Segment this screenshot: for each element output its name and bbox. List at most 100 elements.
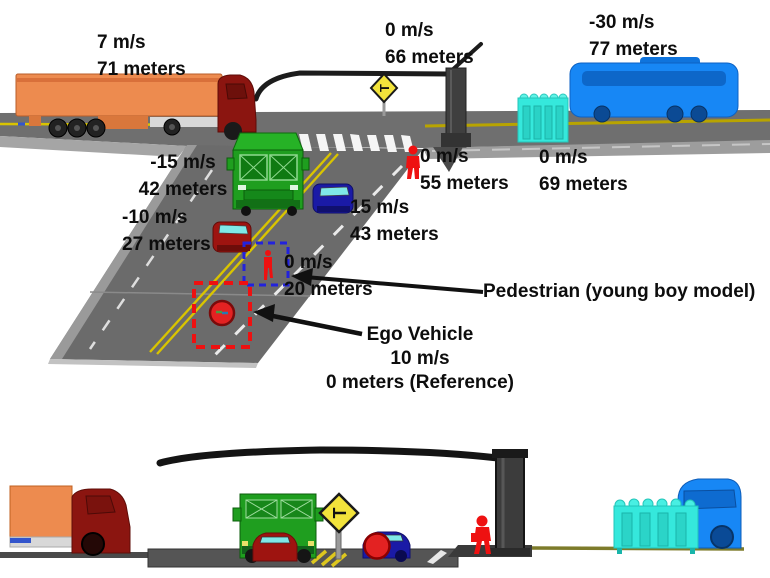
green-truck-roof [232,132,304,151]
sign-diamond-side [318,492,360,534]
crosswalk [299,134,414,152]
shelter-rib [533,105,542,140]
pedestrian-head [408,145,418,155]
gantry-arm-side [156,446,502,467]
red-car-windshield-side [259,536,291,544]
gantry-pole-base-side [490,548,530,556]
ego-vehicle-marker [208,299,236,327]
window-cross-braces [239,154,298,181]
gantry-top-view [253,42,483,172]
trailer-blue-strip [10,538,31,543]
distance-label: 55 meters [420,173,509,194]
red-car-bumper [217,245,250,251]
diagonal-road-bottom-edge [48,359,258,368]
diagonal-road-curb [50,145,197,359]
t-sign-top: T [369,72,399,116]
yellow-stripe [320,551,338,567]
pedestrian-torso [406,156,420,168]
taillight [308,541,314,546]
headlight [238,185,246,190]
yellow-stripe [310,549,328,565]
bus-shelter-label: 0 m/s 69 meters [539,144,628,198]
center-line-right [424,118,770,128]
shelter-rib-side [675,512,687,547]
road-seam [89,291,311,297]
blue-car-windshield [319,186,350,197]
cab-windshield-side [85,495,116,515]
trailer-skirt [98,116,148,129]
pedestrian-leg [414,168,419,179]
pedestrian-torso-side [474,527,491,541]
top-view: T [0,42,770,368]
gantry-arm [253,70,453,102]
sign-diamond [369,72,399,104]
green-truck-mirror [226,157,235,171]
red-car-side [252,532,298,562]
distance-label: 77 meters [589,39,678,60]
trailer-side [9,485,73,538]
gantry-pole-base [441,133,471,147]
panel-cross-braces [245,499,313,519]
orange-truck [15,73,257,140]
shelter-rib [522,105,531,140]
speed-label: 0 m/s [284,252,333,273]
boy-pedestrian-label: 0 m/s 20 meters [284,249,373,303]
pedestrian-head-side [476,515,488,527]
shelter-rib [555,105,564,140]
pedestrian-leg-side [484,541,491,554]
blue-bus-label: -30 m/s 77 meters [589,9,678,63]
truck-mirror [232,507,242,522]
cab-wheel-side [81,532,105,556]
bus-wheel [593,105,611,123]
shelter-rib-side [639,512,651,547]
bus-wheel [690,105,708,123]
shelter-rib-side [621,512,633,547]
speed-label: 7 m/s [97,32,146,53]
speed-label: -30 m/s [589,12,655,33]
double-yellow-2 [156,153,339,355]
pedestrian-leg-side [474,541,482,554]
t-sign-side: T [318,492,360,560]
green-truck [226,132,310,216]
sidewalk-right [423,140,770,159]
lane-dash-left [88,169,214,350]
shelter-leg [690,548,695,554]
truck-wheel-side [297,549,311,563]
bus-windows [582,71,726,86]
orange-truck-side [9,485,131,556]
gantry-side-view [156,446,530,556]
bus-shelter-top [517,93,569,143]
trailer-frame [150,117,218,127]
callout-arrows [253,268,484,337]
trailer-tab [29,116,41,126]
pedestrian-arrow-head [291,268,313,286]
distance-label: 66 meters [385,47,474,68]
sign-glyph-side: T [330,508,350,519]
ego-marker-side [363,532,391,560]
bus-shelter-side [613,498,699,554]
speed-label: -10 m/s [122,207,188,228]
pedestrian-side [471,515,491,554]
cab-window [225,83,248,100]
red-car-label: -10 m/s 27 meters [122,204,211,258]
green-truck-mirror [301,157,310,171]
overhead-sign-label: 0 m/s 66 meters [385,17,474,71]
green-truck-label: -15 m/s 42 meters [118,149,248,203]
green-truck-wheel [241,206,251,216]
ego-reference: 0 meters (Reference) [326,372,514,393]
sidewalk-edge-dashes [431,143,770,152]
speed-label: 15 m/s [350,197,410,218]
bus-wheel-side [710,525,734,549]
speed-label: 0 m/s [420,146,469,167]
speed-label: 0 m/s [385,20,434,41]
crossing-pedestrian [406,145,420,179]
gantry-pole-side [495,451,525,555]
green-truck-wheel [287,206,297,216]
white-road-mark [427,550,447,564]
green-truck-bumper [236,200,300,208]
blue-car [312,183,354,214]
red-car [212,221,252,253]
distance-label: 71 meters [97,59,186,80]
orange-truck-label: 7 m/s 71 meters [97,29,186,83]
yellow-stripe [330,552,348,568]
